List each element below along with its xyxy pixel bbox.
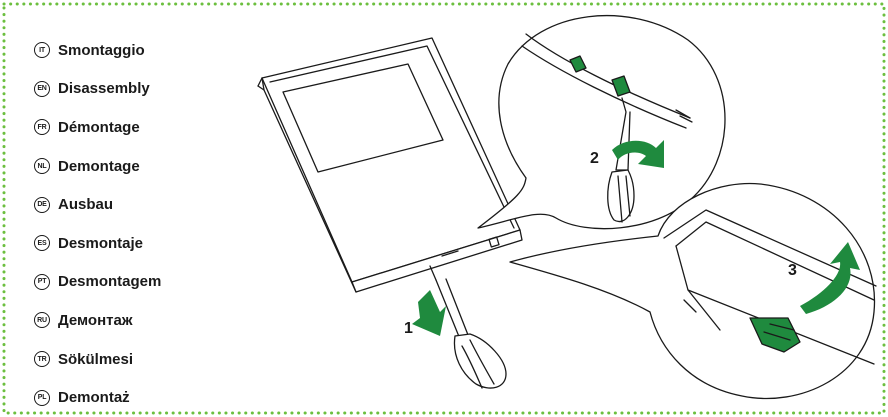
- language-code-badge: ES: [34, 235, 50, 252]
- list-item-tr: TR Sökülmesi: [34, 340, 161, 379]
- language-label: Desmontagem: [58, 273, 162, 291]
- arrow-step-2: [612, 140, 664, 168]
- language-code-badge: PL: [34, 389, 50, 406]
- list-item-pl: PL Demontaż: [34, 378, 161, 417]
- list-item-pt: PT Desmontagem: [34, 263, 161, 302]
- list-item-ru: RU Демонтаж: [34, 301, 161, 340]
- list-item-fr: FR Démontage: [34, 108, 161, 147]
- language-code-badge: DE: [34, 196, 50, 213]
- language-code-badge: TR: [34, 351, 50, 368]
- language-code-badge: PT: [34, 273, 50, 290]
- step-2-label: 2: [590, 150, 599, 167]
- language-label: Демонтаж: [58, 311, 133, 329]
- language-list: IT Smontaggio EN Disassembly FR Démontag…: [34, 31, 161, 417]
- list-item-es: ES Desmontaje: [34, 224, 161, 263]
- arrow-step-3: [800, 242, 860, 314]
- language-label: Demontage: [58, 157, 140, 175]
- arrow-step-1: [412, 290, 446, 336]
- language-code-badge: IT: [34, 42, 50, 59]
- device-outline: [257, 37, 523, 293]
- step-3-label: 3: [788, 262, 797, 279]
- list-item-de: DE Ausbau: [34, 185, 161, 224]
- language-code-badge: RU: [34, 312, 50, 329]
- step-1-label: 1: [404, 320, 413, 337]
- language-code-badge: EN: [34, 80, 50, 97]
- language-label: Smontaggio: [58, 41, 145, 59]
- language-label: Disassembly: [58, 80, 150, 98]
- language-code-badge: NL: [34, 158, 50, 175]
- language-label: Desmontaje: [58, 234, 144, 252]
- list-item-en: EN Disassembly: [34, 70, 161, 109]
- list-item-nl: NL Demontage: [34, 147, 161, 186]
- screwdriver-1: [429, 265, 507, 389]
- language-label: Demontaż: [58, 389, 130, 407]
- callout-circle-1: [477, 14, 726, 230]
- language-label: Démontage: [58, 118, 140, 136]
- language-label: Sökülmesi: [58, 350, 134, 368]
- language-code-badge: FR: [34, 119, 50, 136]
- callout-circle-2: [509, 182, 877, 400]
- list-item-it: IT Smontaggio: [34, 31, 161, 70]
- language-label: Ausbau: [58, 196, 114, 214]
